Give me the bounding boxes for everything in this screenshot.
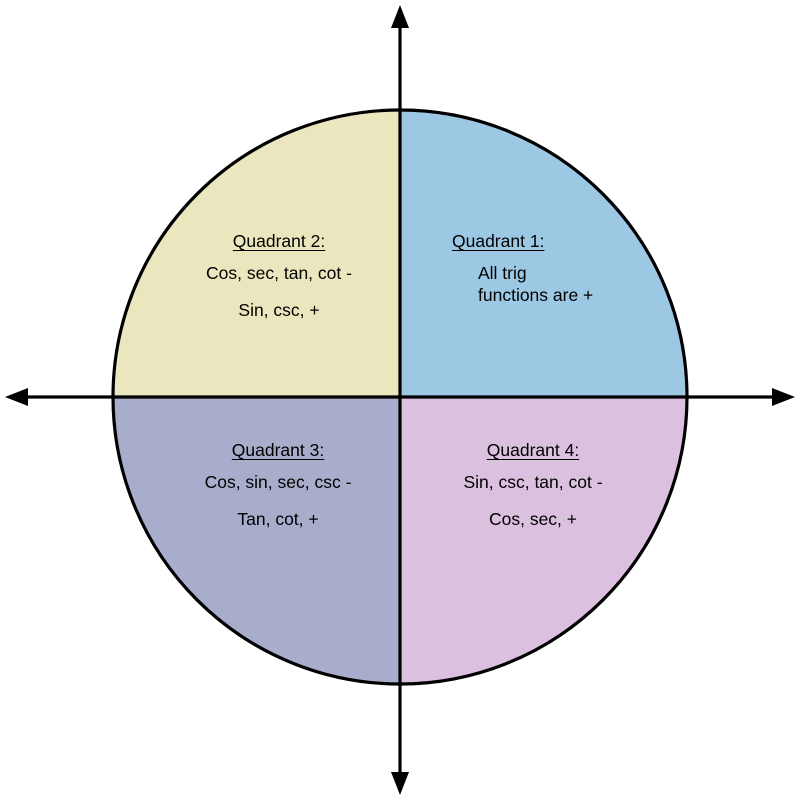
quadrant-4-line-2: Cos, sec, + — [488, 509, 578, 529]
quadrant-3-label: Quadrant 3: Cos, sin, sec, csc - Tan, co… — [186, 440, 370, 529]
quadrant-3-wedge[interactable] — [113, 397, 400, 684]
quadrant-2-label: Quadrant 2: Cos, sec, tan, cot - Sin, cs… — [188, 231, 370, 320]
quadrant-1-body: All trig functions are + — [452, 262, 594, 305]
quadrant-1-line-1: All trig — [478, 262, 527, 283]
axis-arrow-left-icon — [5, 388, 28, 406]
quadrant-4-wedge[interactable] — [400, 397, 687, 684]
quadrant-3-title: Quadrant 3: — [231, 440, 325, 460]
quadrant-3-spacer — [186, 491, 370, 511]
quadrant-4-spacer — [440, 491, 626, 511]
axis-arrow-up-icon — [391, 5, 409, 28]
quadrant-1-label: Quadrant 1: All trig functions are + — [452, 231, 594, 305]
quadrant-2-line-2: Sin, csc, + — [238, 300, 320, 320]
axis-arrow-right-icon — [772, 388, 795, 406]
quadrant-2-spacer — [188, 282, 370, 302]
quadrant-3-line-1: Cos, sin, sec, csc - — [204, 471, 352, 492]
quadrant-2-title: Quadrant 2: — [232, 231, 326, 251]
quadrant-1-title: Quadrant 1: — [452, 231, 545, 251]
quadrant-1-line-2: functions are + — [478, 285, 594, 305]
quadrant-3-line-2: Tan, cot, + — [237, 509, 319, 529]
quadrant-4-title: Quadrant 4: — [486, 440, 580, 460]
axis-arrow-down-icon — [391, 772, 409, 795]
quadrant-2-line-1: Cos, sec, tan, cot - — [206, 262, 352, 283]
quadrant-4-label: Quadrant 4: Sin, csc, tan, cot - Cos, se… — [440, 440, 626, 529]
quadrant-1-wedge[interactable] — [400, 110, 687, 397]
quadrant-2-wedge[interactable] — [113, 110, 400, 397]
quadrant-4-line-1: Sin, csc, tan, cot - — [463, 471, 603, 492]
